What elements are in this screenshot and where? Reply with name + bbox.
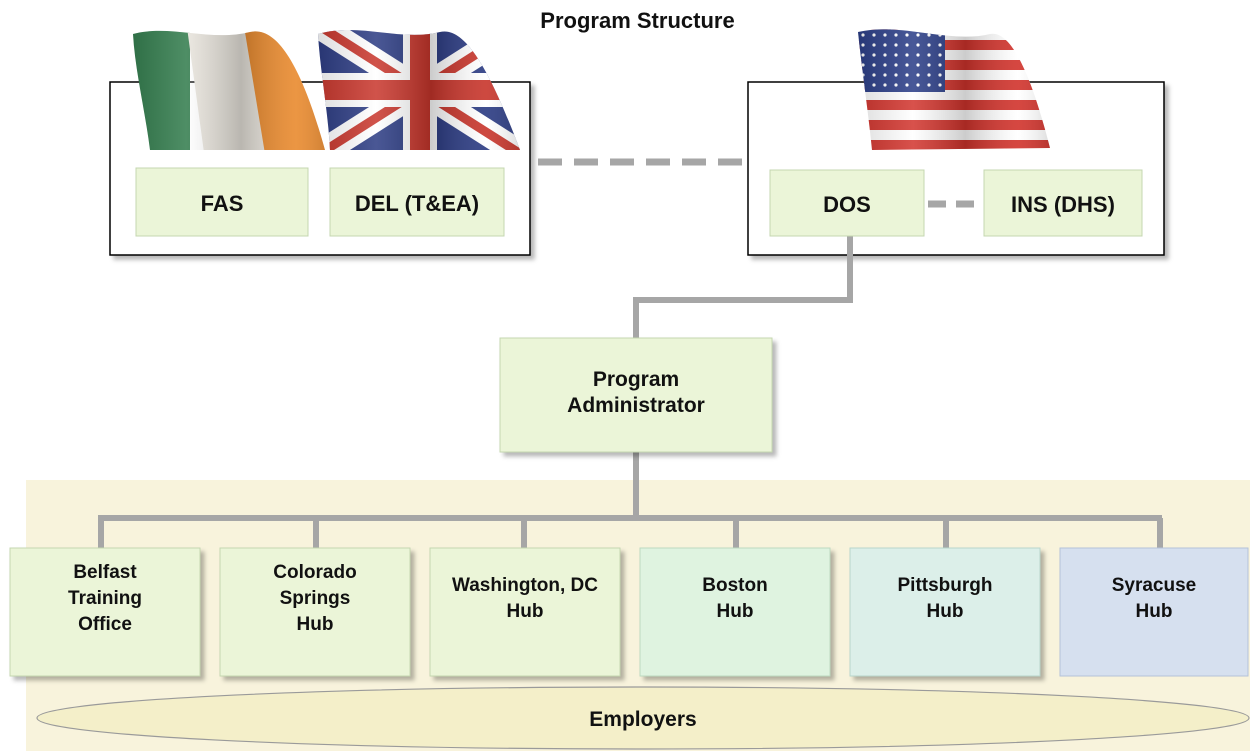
hub-belfast: Belfast Training Office xyxy=(9,547,201,677)
hub-colorado-line3: Hub xyxy=(297,614,334,635)
hub-colorado-line1: Colorado xyxy=(273,562,356,583)
hub-pittsburgh-line1: Pittsburgh xyxy=(898,575,993,596)
hub-belfast-line1: Belfast xyxy=(73,562,137,583)
admin-label-line2: Administrator xyxy=(567,394,705,417)
node-del-label: DEL (T&EA) xyxy=(355,191,479,216)
node-del: DEL (T&EA) xyxy=(329,167,505,237)
hub-colorado-line2: Springs xyxy=(280,588,351,609)
node-dos-label: DOS xyxy=(823,192,871,217)
admin-label-line1: Program xyxy=(593,368,679,391)
hub-washington-line1: Washington, DC xyxy=(452,575,598,596)
hub-pittsburgh: Pittsburgh Hub xyxy=(849,547,1041,677)
connector-lines xyxy=(98,232,1163,548)
hub-belfast-line3: Office xyxy=(78,614,132,635)
node-fas: FAS xyxy=(135,167,309,237)
node-fas-label: FAS xyxy=(201,191,244,216)
usa-flag-icon xyxy=(858,29,1050,150)
hub-pittsburgh-line2: Hub xyxy=(927,601,964,622)
hub-boston-line2: Hub xyxy=(717,601,754,622)
hub-washington-line2: Hub xyxy=(507,601,544,622)
employers-ellipse: Employers xyxy=(36,686,1250,750)
diagram-title: Program Structure xyxy=(540,8,735,33)
hub-boston: Boston Hub xyxy=(639,547,831,677)
hub-syracuse: Syracuse Hub xyxy=(1059,547,1249,677)
node-ins: INS (DHS) xyxy=(983,169,1143,237)
hub-belfast-line2: Training xyxy=(68,588,142,609)
hub-colorado-springs: Colorado Springs Hub xyxy=(219,547,411,677)
hub-syracuse-line1: Syracuse xyxy=(1112,575,1197,596)
hub-boston-line1: Boston xyxy=(702,575,767,596)
node-dos: DOS xyxy=(769,169,925,237)
hub-washington-dc: Washington, DC Hub xyxy=(429,547,621,677)
hub-syracuse-line2: Hub xyxy=(1136,601,1173,622)
node-program-administrator: Program Administrator xyxy=(499,337,773,453)
employers-label: Employers xyxy=(589,708,696,731)
node-ins-label: INS (DHS) xyxy=(1011,192,1115,217)
